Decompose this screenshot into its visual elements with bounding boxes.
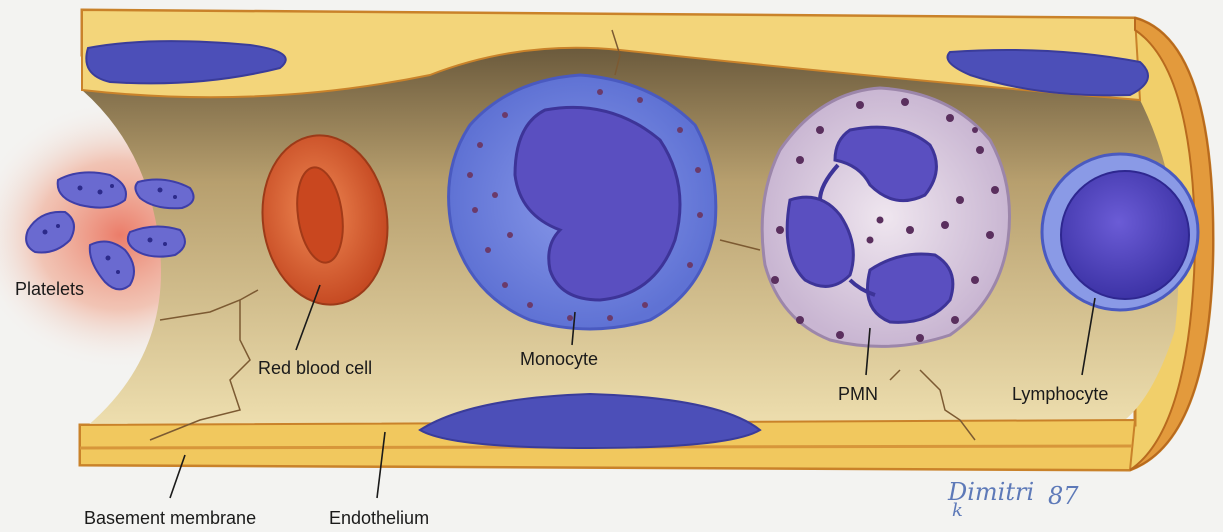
artist-signature-initial: k	[952, 500, 963, 521]
label-monocyte: Monocyte	[520, 349, 598, 369]
lymphocyte-nucleus	[1061, 171, 1189, 299]
label-red-blood-cell: Red blood cell	[258, 358, 372, 378]
artist-signature-year: 87	[1048, 482, 1079, 510]
label-platelets: Platelets	[15, 279, 84, 299]
label-endothelium: Endothelium	[329, 508, 429, 528]
label-basement-membrane: Basement membrane	[84, 508, 256, 528]
label-pmn: PMN	[838, 384, 878, 404]
label-lymphocyte: Lymphocyte	[1012, 384, 1108, 404]
